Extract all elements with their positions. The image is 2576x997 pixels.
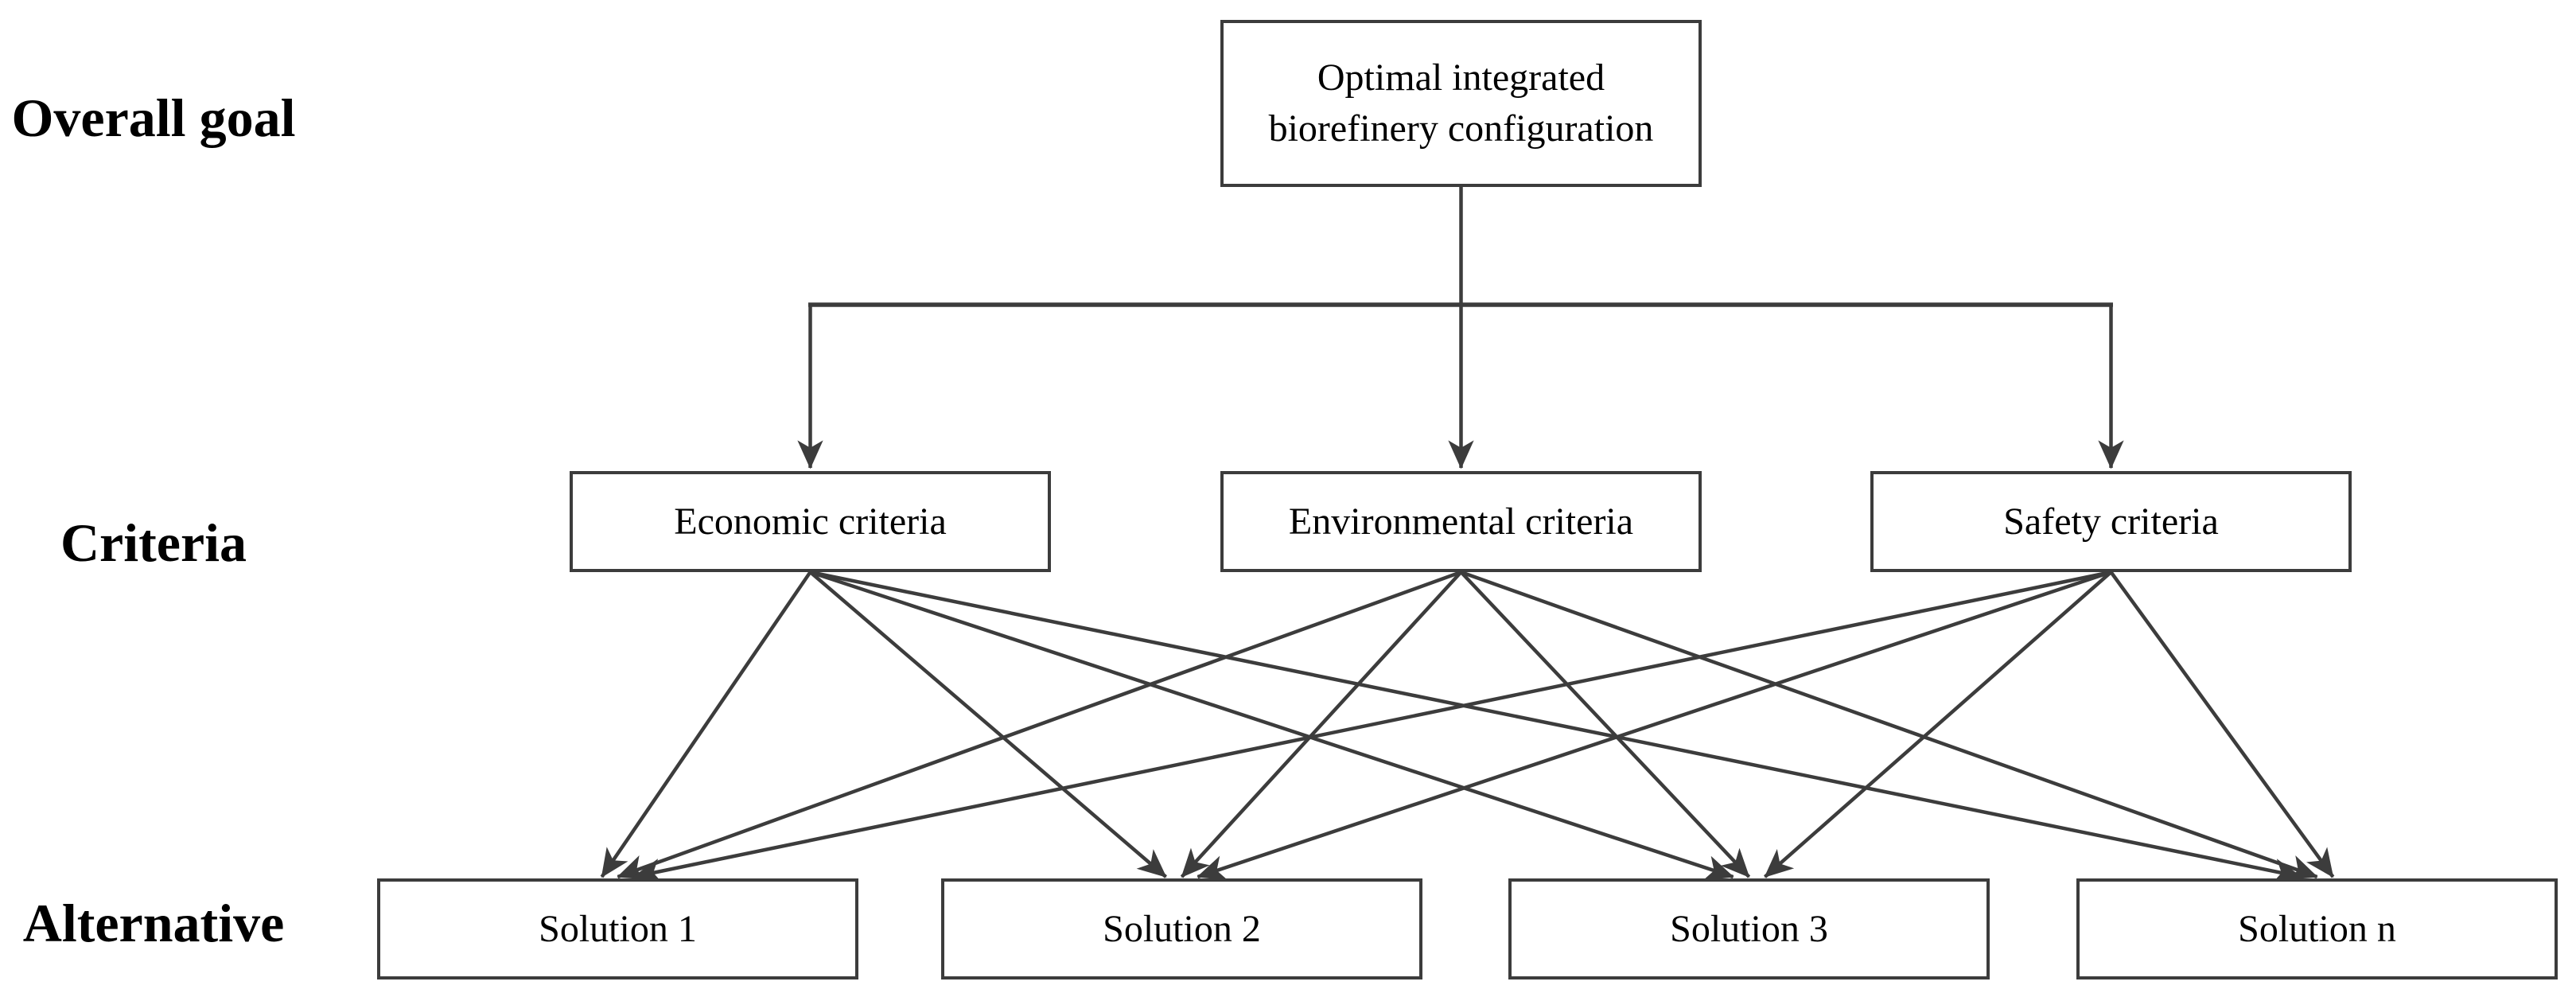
goal-node-label: Optimal integrated biorefinery configura… xyxy=(1268,56,1654,150)
criteria-node-economic: Economic criteria xyxy=(570,471,1051,572)
alternative-node-label: Solution 3 xyxy=(1670,907,1828,950)
row-label-overall-goal: Overall goal xyxy=(11,88,296,148)
goal-node: Optimal integrated biorefinery configura… xyxy=(1220,20,1702,187)
goal-to-criteria-connector xyxy=(797,187,2124,469)
alternative-node-label: Solution 1 xyxy=(539,907,697,950)
alternative-node-label: Solution n xyxy=(2238,907,2396,950)
edge-economic-solution3 xyxy=(809,570,1734,881)
edge-safety-solutionn xyxy=(2109,571,2335,878)
edge-environmental-solutionn xyxy=(1460,570,2318,880)
criteria-to-alternative-edges xyxy=(600,570,2335,884)
criteria-node-environmental: Environmental criteria xyxy=(1220,471,1702,572)
criteria-node-safety: Safety criteria xyxy=(1870,471,2352,572)
criteria-node-label: Safety criteria xyxy=(2003,500,2219,543)
edge-economic-solution2 xyxy=(809,571,1167,878)
alternative-node-solution2: Solution 2 xyxy=(941,878,1422,979)
alternative-node-solution3: Solution 3 xyxy=(1508,878,1990,979)
edge-safety-solution3 xyxy=(1764,571,2112,878)
alternative-node-solution1: Solution 1 xyxy=(377,878,858,979)
row-label-alternative: Alternative xyxy=(22,893,285,953)
edge-safety-solution1 xyxy=(632,570,2111,884)
edge-economic-solution1 xyxy=(600,571,812,878)
alternative-node-label: Solution 2 xyxy=(1103,907,1261,950)
edge-economic-solutionn xyxy=(810,570,2302,884)
edge-safety-solution2 xyxy=(1197,570,2112,881)
alternative-node-solutionn: Solution n xyxy=(2076,878,2558,979)
edge-environmental-solution3 xyxy=(1459,571,1751,878)
edge-environmental-solution2 xyxy=(1180,571,1463,878)
criteria-node-label: Economic criteria xyxy=(674,500,947,543)
row-label-criteria: Criteria xyxy=(60,512,247,573)
edge-environmental-solution1 xyxy=(617,570,1462,880)
criteria-node-label: Environmental criteria xyxy=(1288,500,1634,543)
